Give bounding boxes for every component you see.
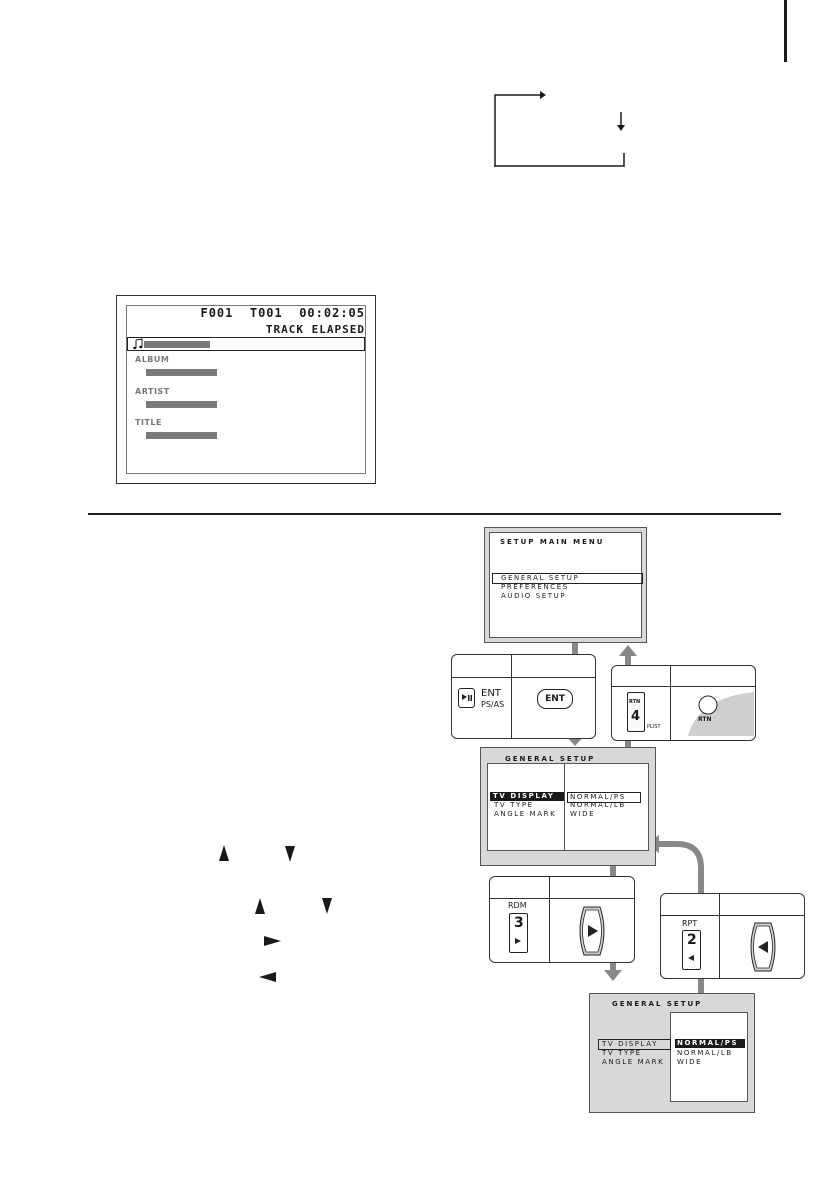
artist-label: ARTIST	[135, 387, 170, 396]
right-small-triangle-icon	[515, 938, 521, 944]
rdm-box-header-line	[490, 898, 634, 899]
rdm-key-number: 3	[514, 915, 524, 931]
ps-as-label: PS/AS	[481, 700, 505, 709]
general-setup-2-title: GENERAL SETUP	[612, 1000, 703, 1008]
album-label: ALBUM	[135, 355, 170, 364]
plist-label: PLIST	[647, 724, 661, 730]
ent-key-label: ENT	[481, 688, 501, 699]
remote-right-arrow-button[interactable]	[574, 905, 610, 957]
gs2-option-wide[interactable]: WIDE	[677, 1058, 703, 1066]
rtn-key[interactable]: RTN 4	[627, 692, 645, 732]
play-pause-key[interactable]	[458, 688, 475, 708]
gs2-option-normal-ps[interactable]: NORMAL/PS	[675, 1039, 745, 1048]
up-triangle-icon	[255, 898, 265, 914]
setup-main-menu-inner: SETUP MAIN MENU GENERAL SETUP PREFERENCE…	[489, 532, 643, 638]
track-info-frame	[126, 305, 366, 474]
filename-row	[127, 337, 365, 351]
menu-item-general-setup[interactable]: GENERAL SETUP	[492, 573, 643, 584]
gs2-item-tv-display[interactable]: TV DISPLAY	[598, 1039, 671, 1050]
menu-item-audio-setup[interactable]: AUDIO SETUP	[501, 592, 567, 600]
arrow-up-1-head	[619, 645, 637, 656]
rtn-key-top-label: RTN	[629, 699, 641, 705]
rpt-box-header-line	[661, 915, 804, 916]
gs1-option-wide[interactable]: WIDE	[570, 810, 596, 818]
rdm-key[interactable]: 3	[509, 913, 528, 953]
left-small-triangle-icon	[688, 955, 694, 961]
left-triangle-icon	[259, 972, 276, 982]
gs1-item-angle-mark[interactable]: ANGLE MARK	[494, 810, 557, 818]
general-setup-screen-1: GENERAL SETUP TV DISPLAY TV TYPE ANGLE M…	[480, 747, 656, 866]
ent-box-divider	[511, 655, 512, 738]
setup-main-title: SETUP MAIN MENU	[500, 538, 605, 546]
general-setup-screen-2: GENERAL SETUP TV DISPLAY TV TYPE ANGLE M…	[589, 993, 755, 1113]
album-bar	[146, 369, 217, 376]
remote-left-arrow-button[interactable]	[745, 921, 781, 973]
rpt-control-box: RPT 2	[660, 893, 805, 979]
page-margin-bar	[784, 0, 787, 62]
rtn-control-box: RTN 4 PLIST RTN	[611, 665, 756, 741]
loop-flow-diagram	[494, 91, 625, 167]
play-pause-icon	[462, 694, 472, 701]
arrow-down-2-head	[604, 970, 622, 981]
rpt-key-label: RPT	[682, 919, 698, 928]
remote-rtn-swoosh	[688, 692, 754, 736]
track-number: T001	[249, 306, 283, 320]
general-setup-1-left-panel	[487, 763, 565, 851]
general-setup-2-right-panel	[670, 1012, 748, 1102]
rpt-key[interactable]: 2	[682, 930, 701, 970]
elapsed-time: 00:02:05	[299, 306, 365, 320]
ent-control-box: ENT PS/AS ENT	[451, 654, 596, 739]
filename-bar	[144, 341, 210, 348]
up-triangle-icon	[219, 845, 229, 861]
ent-box-header-line	[452, 677, 595, 678]
setup-main-menu-screen: SETUP MAIN MENU GENERAL SETUP PREFERENCE…	[484, 527, 647, 643]
remote-ent-button[interactable]: ENT	[537, 689, 573, 709]
title-bar	[146, 432, 217, 439]
rtn-key-number: 4	[631, 709, 641, 724]
title-label: TITLE	[135, 418, 162, 427]
gs1-item-tv-display[interactable]: TV DISPLAY	[490, 792, 564, 801]
display-mode: TRACK ELAPSED	[265, 323, 365, 336]
right-triangle-icon	[264, 936, 281, 946]
rdm-key-label: RDM	[508, 901, 527, 910]
gs1-item-tv-type[interactable]: TV TYPE	[494, 801, 534, 809]
rtn-box-header-line	[612, 686, 755, 687]
rdm-box-divider	[549, 877, 550, 962]
general-setup-1-right-panel	[564, 763, 649, 851]
rdm-control-box: RDM 3	[489, 876, 635, 963]
gs1-option-normal-ps[interactable]: NORMAL/PS	[567, 792, 641, 803]
gs2-item-tv-type[interactable]: TV TYPE	[602, 1049, 642, 1057]
gs1-option-normal-lb[interactable]: NORMAL/LB	[570, 801, 626, 809]
folder-number: F001	[200, 306, 234, 320]
menu-item-preferences[interactable]: PREFERENCES	[501, 583, 569, 591]
track-info-screen: F001 T001 00:02:05 TRACK ELAPSED ALBUM A…	[116, 295, 376, 484]
gs2-option-normal-lb[interactable]: NORMAL/LB	[677, 1049, 733, 1057]
rpt-key-number: 2	[687, 932, 697, 948]
down-triangle-icon	[322, 898, 332, 914]
artist-bar	[146, 401, 217, 408]
down-triangle-icon	[285, 846, 295, 862]
rpt-box-divider	[719, 894, 720, 978]
remote-rtn-label[interactable]: RTN	[698, 716, 712, 723]
section-divider	[88, 513, 781, 515]
gs2-item-angle-mark[interactable]: ANGLE MARK	[602, 1058, 665, 1066]
music-note-icon	[133, 338, 143, 350]
arrow-down-1-head	[566, 736, 584, 746]
track-status-line: F001 T001 00:02:05	[200, 306, 365, 320]
general-setup-1-title: GENERAL SETUP	[505, 755, 596, 763]
rtn-box-divider	[670, 666, 671, 740]
